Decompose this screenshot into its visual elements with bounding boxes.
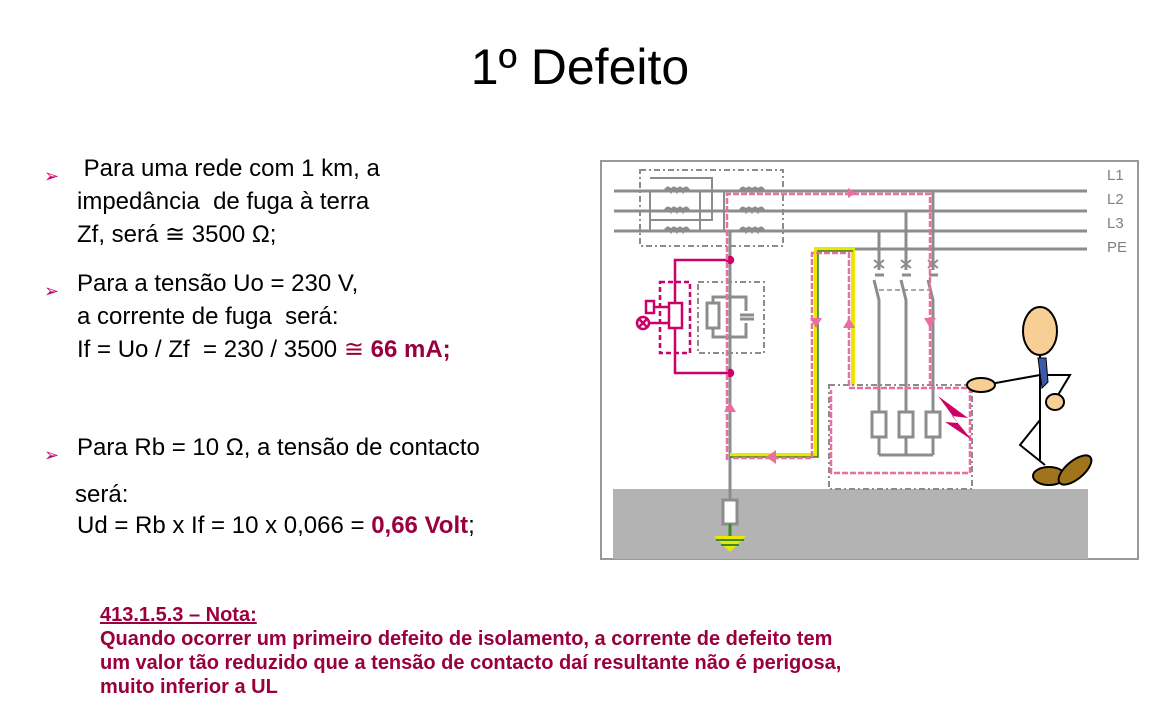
insulation-monitor bbox=[635, 255, 735, 378]
bullet-arrow-icon: ➢ bbox=[44, 281, 60, 301]
bullet-arrow-icon: ➢ bbox=[44, 445, 60, 465]
standard-note: 413.1.5.3 – Nota: Quando ocorrer um prim… bbox=[100, 603, 841, 699]
bullet-current: ➢ Para a tensão Uo = 230 V, a corrente d… bbox=[44, 270, 451, 363]
fault-current-path bbox=[725, 192, 972, 475]
slide-title: 1º Defeito bbox=[470, 39, 690, 95]
pe-conductor bbox=[730, 247, 855, 457]
earth-symbol-icon bbox=[714, 524, 746, 552]
label-l2: L2 bbox=[1107, 191, 1124, 208]
bullet-impedance: ➢ Para uma rede com 1 km, a impedância d… bbox=[44, 155, 380, 248]
neutral-impedance bbox=[697, 231, 765, 526]
bullet-arrow-icon: ➢ bbox=[44, 166, 60, 186]
fault-lightning-icon bbox=[938, 396, 972, 440]
load-equipment bbox=[828, 191, 973, 490]
note-heading: 413.1.5.3 – Nota: bbox=[100, 604, 257, 626]
contact-voltage-result: será: Ud = Rb x If = 10 x 0,066 = 0,66 V… bbox=[75, 481, 475, 539]
ground bbox=[613, 489, 1088, 559]
it-system-fault-diagram: L1 L2 L3 PE bbox=[600, 160, 1139, 560]
bullet-contact-voltage: ➢ Para Rb = 10 Ω, a tensão de contacto bbox=[44, 431, 480, 465]
note-line: Quando ocorrer um primeiro defeito de is… bbox=[100, 628, 833, 650]
label-l3: L3 bbox=[1107, 215, 1124, 232]
person-figure-icon bbox=[966, 306, 1093, 486]
label-pe: PE bbox=[1107, 239, 1127, 256]
note-line: muito inferior a UL bbox=[100, 676, 278, 698]
label-l1: L1 bbox=[1107, 167, 1124, 184]
note-line: um valor tão reduzido que a tensão de co… bbox=[100, 652, 842, 674]
current-direction-arrows bbox=[724, 188, 936, 464]
